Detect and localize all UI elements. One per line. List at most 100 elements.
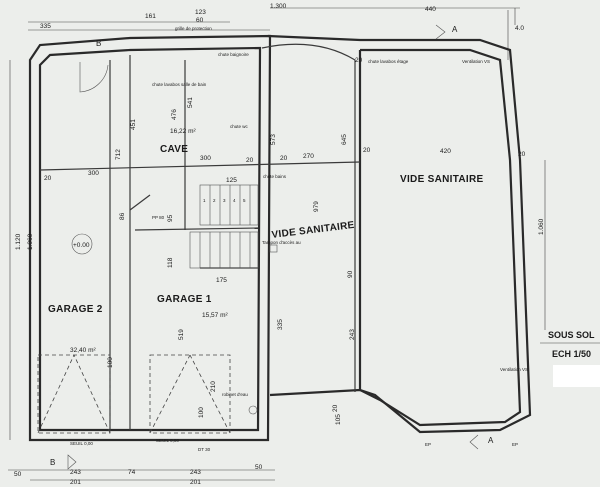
dimension-lines-top	[28, 7, 520, 60]
stair-step-2: 2	[213, 198, 216, 203]
dim-top-40: 4.0	[515, 25, 524, 32]
door-arc-pp80	[129, 194, 151, 211]
dim-side-519: 519	[178, 329, 185, 340]
dim-top-440: 440	[425, 6, 436, 13]
annotation-dt: DT 30	[198, 447, 211, 452]
room-garage1-area: 15,57 m²	[202, 312, 228, 319]
dim-misc-210: 210	[210, 381, 217, 392]
door-swing-top	[79, 62, 109, 93]
dim-interior-20-d: 20	[363, 147, 371, 154]
dim-bottom-74: 74	[128, 469, 136, 476]
section-mark-a-top: A	[452, 25, 458, 34]
dim-side-541: 541	[187, 97, 194, 108]
dim-interior-20-f: 20	[355, 57, 363, 64]
annotation-chute-lavabos-sdb: chute lavabos salle de bain	[152, 82, 207, 87]
dim-top-60: 60	[196, 17, 204, 24]
dim-side-979: 979	[313, 201, 320, 212]
dim-side-476: 476	[171, 109, 178, 120]
annotation-tampon: Tampon d'accès au	[262, 240, 301, 245]
staircase	[189, 184, 259, 269]
section-mark-a-bottom: A	[488, 436, 494, 445]
dim-interior-20-b: 20	[246, 157, 254, 164]
dim-bottom-201-left: 201	[70, 479, 81, 486]
partition-garage1-top	[134, 227, 259, 231]
dim-bottom-243-right: 243	[190, 469, 201, 476]
dim-interior-20-c: 20	[280, 155, 288, 162]
dim-side-1060-right: 1.060	[538, 218, 545, 235]
dim-interior-300-left: 300	[88, 170, 99, 177]
annotation-chute-wc: chute wc	[230, 124, 249, 129]
annotation-seuil-right: SEUIL 0,00	[156, 438, 179, 443]
dim-interior-300-center: 300	[200, 155, 211, 162]
room-cave-area: 16,22 m²	[170, 128, 196, 135]
inner-wall-left-block	[38, 46, 262, 432]
dimension-lines-left	[9, 60, 546, 440]
dim-side-451: 451	[130, 119, 137, 130]
dim-misc-105: 105	[335, 414, 342, 425]
annotation-robinet: robinet d'eau	[222, 392, 248, 397]
dim-top-1300: 1.300	[270, 3, 287, 10]
annotation-ventilation-top: Ventilation VS	[462, 59, 490, 64]
dim-interior-270: 270	[303, 153, 314, 160]
stair-step-3: 3	[223, 198, 226, 203]
dim-misc-100-a: 100	[198, 407, 205, 418]
inner-wall-right-block	[358, 48, 522, 427]
dim-side-1120: 1.120	[15, 233, 22, 250]
dim-interior-420: 420	[440, 148, 451, 155]
dim-side-712: 712	[115, 149, 122, 160]
stair-step-5: 5	[243, 198, 246, 203]
robinet-symbol	[248, 405, 258, 415]
dim-side-335: 335	[277, 319, 284, 330]
dim-side-1060-left: 1.060	[27, 233, 34, 250]
dimension-lines-bottom	[8, 469, 275, 481]
room-garage2-name: GARAGE 2	[48, 304, 103, 315]
dim-side-90: 90	[347, 270, 354, 278]
dim-misc-118: 118	[167, 257, 174, 268]
partition-horizontal	[39, 161, 361, 171]
dim-interior-20-a: 20	[44, 175, 52, 182]
section-mark-b-bottom: B	[50, 458, 55, 467]
level-marker-text: +0.00	[73, 242, 90, 249]
room-vide-sanitaire-right: VIDE SANITAIRE	[400, 174, 483, 185]
dim-interior-175: 175	[216, 277, 227, 284]
annotation-seuil-left: SEUIL 0,00	[70, 441, 93, 446]
annotation-ventilation-bottom: Ventilation VS	[500, 367, 528, 372]
stair-step-1: 1	[203, 198, 206, 203]
section-arrow-b-bottom	[67, 454, 77, 470]
tampon-symbol	[269, 244, 278, 253]
dim-bottom-243-left: 243	[70, 469, 81, 476]
garage-door-2	[37, 354, 111, 434]
center-strip-wall	[261, 43, 356, 392]
annotation-grille: grille de protection	[175, 26, 212, 31]
title-block-redaction	[553, 365, 600, 387]
section-arrow-a-bottom	[469, 434, 479, 450]
title-block-scale: ECH 1/50	[552, 349, 591, 359]
room-garage1-name: GARAGE 1	[157, 294, 212, 305]
dim-bottom-50-right: 50	[255, 464, 263, 471]
annotation-pp: PP 80	[152, 215, 165, 220]
annotation-chute-lavabos-etage: chute lavabos étage	[368, 59, 409, 64]
dim-misc-20: 20	[332, 404, 339, 412]
dim-bottom-50-left: 50	[14, 471, 22, 478]
dim-interior-125: 125	[226, 177, 237, 184]
dim-misc-95: 95	[167, 214, 174, 222]
stair-step-4: 4	[233, 198, 236, 203]
dim-side-645: 645	[341, 134, 348, 145]
dim-interior-20-e: 20	[518, 151, 526, 158]
dim-top-123: 123	[195, 9, 206, 16]
room-garage2-area: 32,40 m²	[70, 347, 96, 354]
annotation-ep-right: EP	[512, 442, 518, 447]
dim-side-573: 573	[270, 134, 277, 145]
title-block-title: SOUS SOL	[548, 330, 595, 340]
floor-level-marker	[71, 233, 93, 255]
dim-bottom-201-right: 201	[190, 479, 201, 486]
annotation-chute-baignoire: chute baignoire	[218, 52, 249, 57]
room-cave-name: CAVE	[160, 144, 188, 155]
dim-misc-100-b: 100	[107, 357, 114, 368]
dim-side-243: 243	[349, 329, 356, 340]
section-arrow-a-top	[435, 24, 446, 40]
outer-wall-right-block	[267, 34, 532, 434]
garage-door-1	[149, 354, 231, 434]
dim-top-161: 161	[145, 13, 156, 20]
